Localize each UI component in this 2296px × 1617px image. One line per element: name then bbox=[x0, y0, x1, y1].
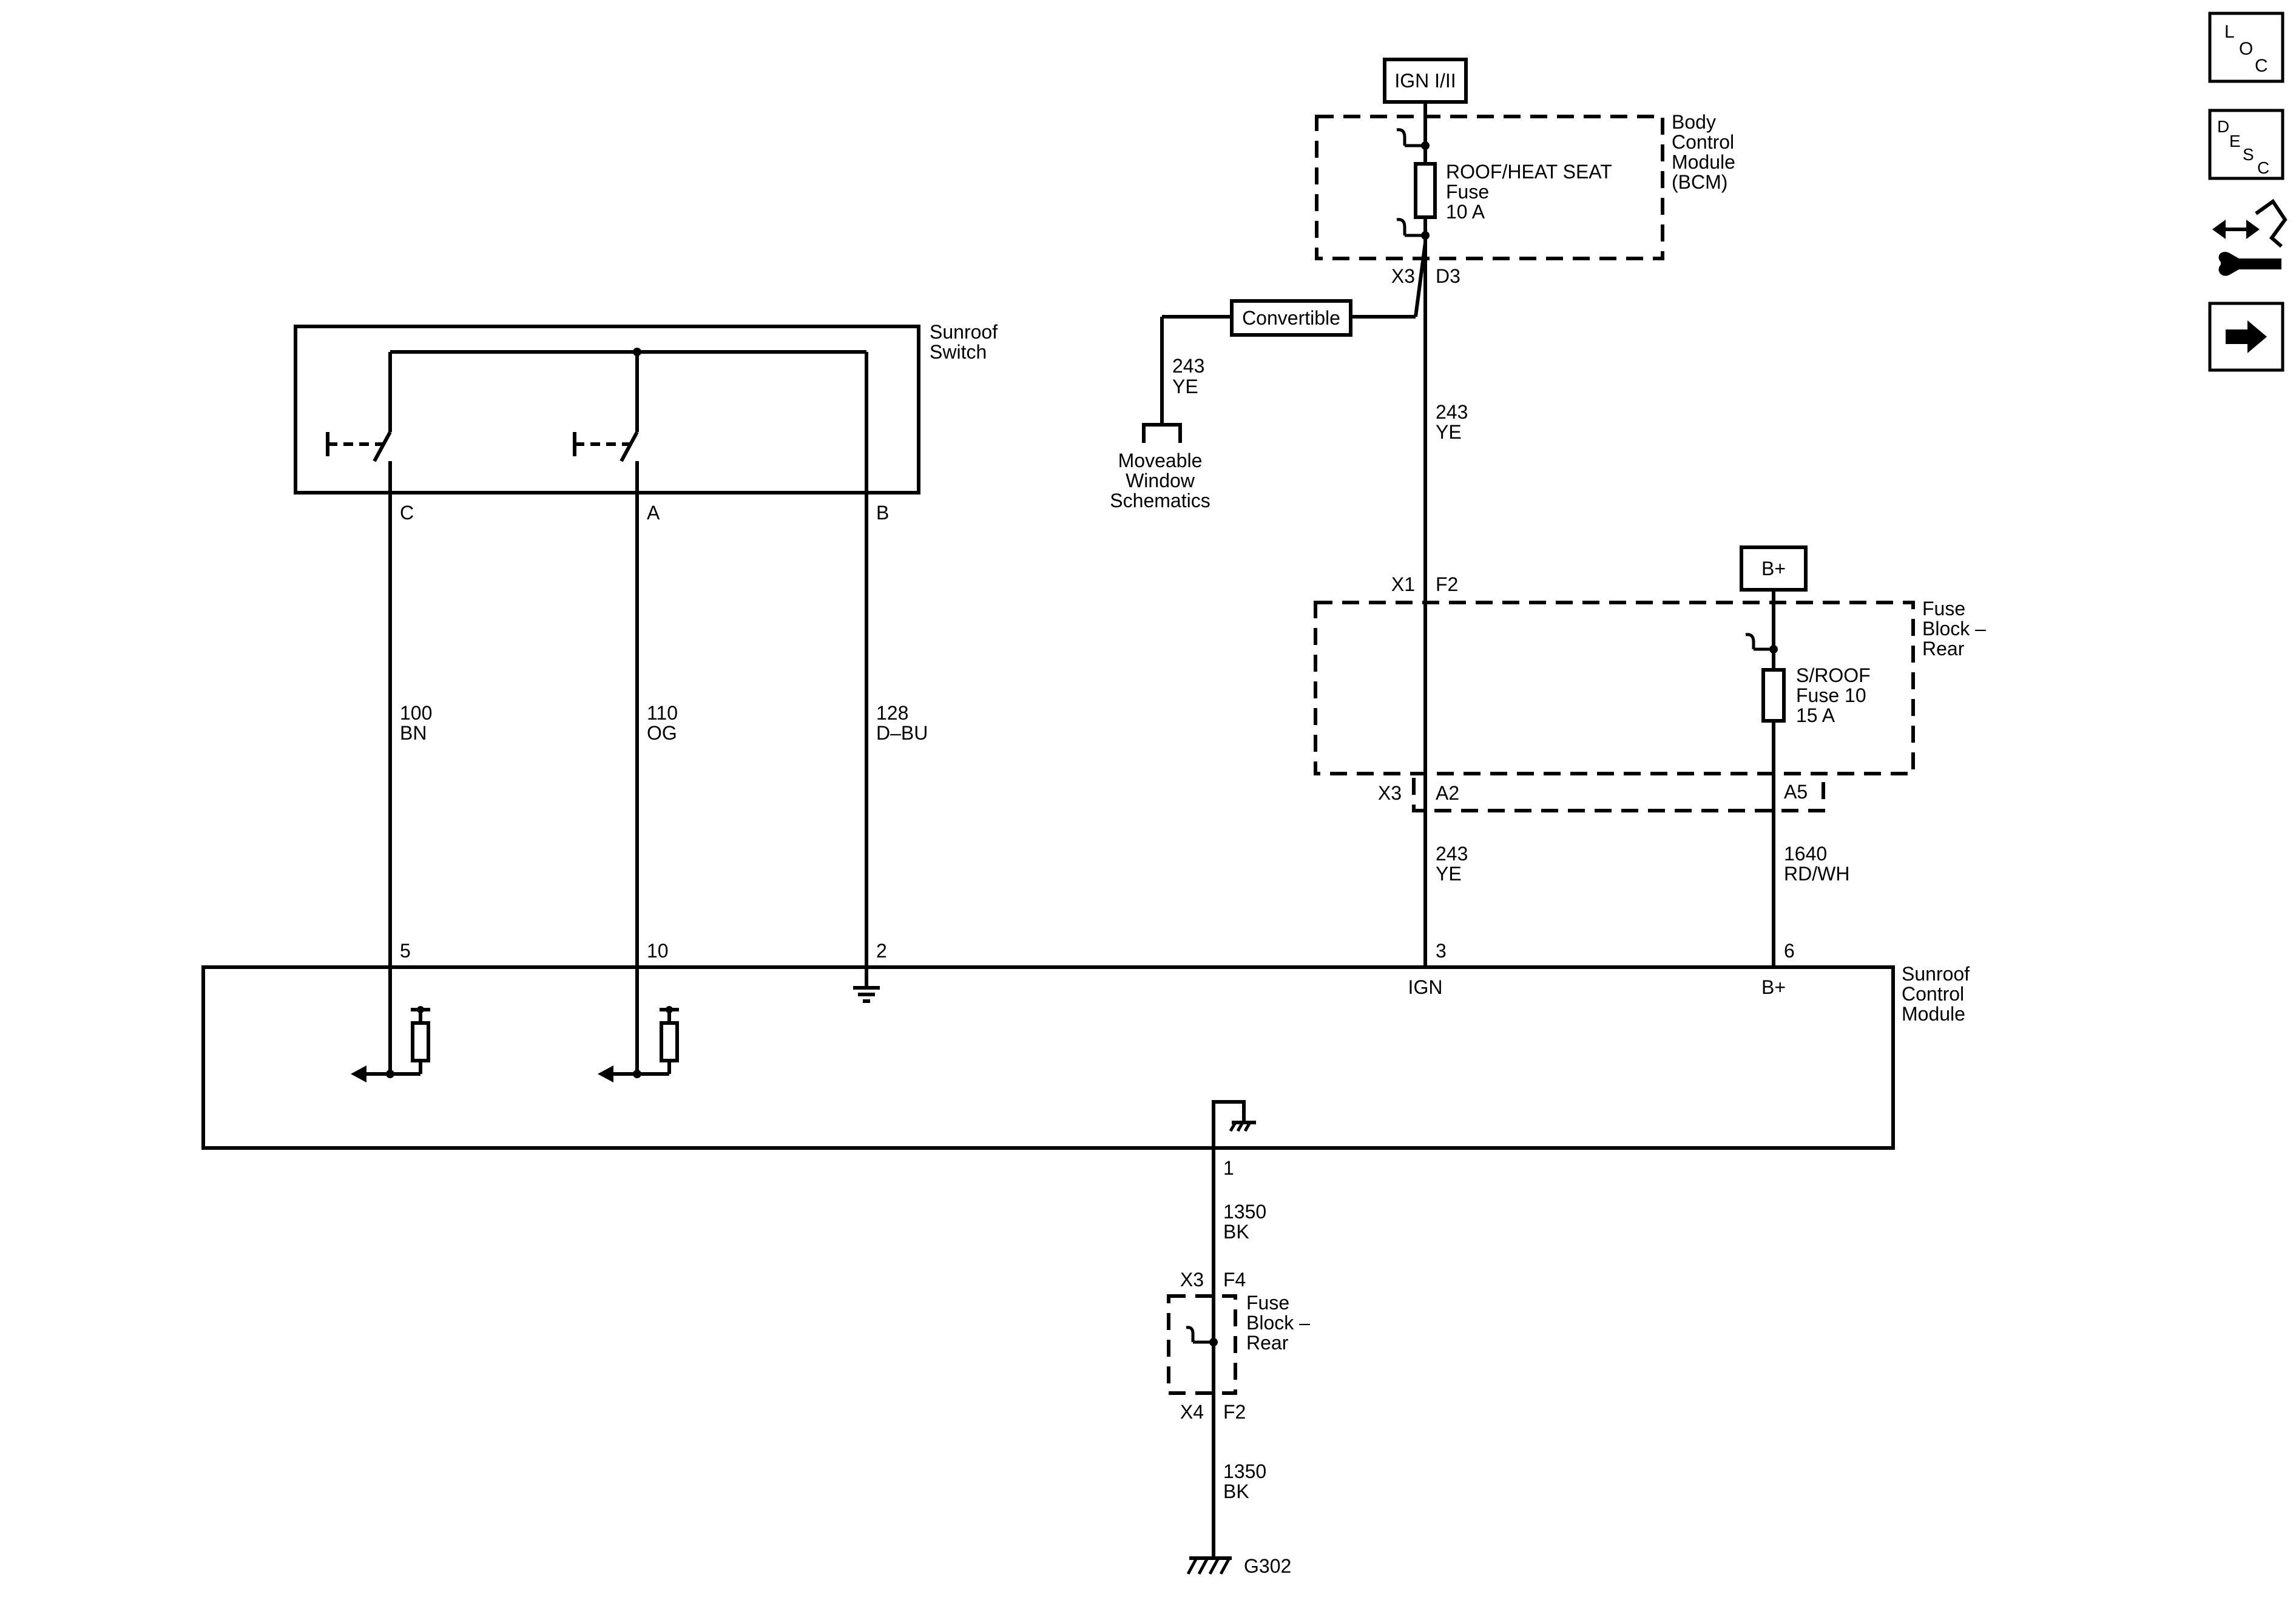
moveable-window-1: Moveable bbox=[1118, 450, 1203, 471]
loc-button[interactable]: L O C bbox=[2208, 12, 2284, 83]
sroof-fuse-rating: 15 A bbox=[1796, 704, 1835, 726]
moveable-window-3: Schematics bbox=[1110, 490, 1210, 511]
splice-bottom-connector: X4 bbox=[1180, 1401, 1204, 1423]
wire-1640-color: RD/WH bbox=[1784, 863, 1849, 885]
module-pin-2: 2 bbox=[876, 940, 887, 962]
bcm-module: Body Control Module (BCM) bbox=[1315, 111, 1735, 260]
wire-100-circuit: 100 bbox=[400, 702, 432, 724]
desc-letter-d: D bbox=[2217, 117, 2229, 136]
sroof-fuse: S/ROOF Fuse 10 15 A bbox=[1745, 633, 1871, 726]
fbr-in-connector: X1 bbox=[1391, 573, 1415, 595]
splice-bottom-pin: F2 bbox=[1223, 1401, 1246, 1423]
wire-100-color: BN bbox=[400, 722, 427, 744]
module-label-3: Module bbox=[1902, 1003, 1965, 1025]
module-label-1: Sunroof bbox=[1902, 963, 1970, 985]
splice-label-1: Fuse bbox=[1246, 1292, 1289, 1314]
internal-ground-icon bbox=[853, 986, 880, 1003]
ign-source: IGN I/II bbox=[1383, 58, 1468, 104]
sroof-fuse-number: Fuse 10 bbox=[1796, 684, 1866, 706]
bcm-fuse-word: Fuse bbox=[1446, 181, 1489, 203]
fbr-pin-a5: A5 bbox=[1784, 781, 1808, 803]
wire-110-color: OG bbox=[647, 722, 677, 744]
desc-button[interactable]: D E S C bbox=[2208, 109, 2284, 180]
convertible-wire-color: YE bbox=[1172, 376, 1198, 397]
bcm-label-1: Body bbox=[1672, 111, 1716, 133]
sunroof-control-module: Sunroof Control Module 5 10 2 3 6 IGN B+ bbox=[201, 940, 1970, 1150]
bcm-label-4: (BCM) bbox=[1672, 171, 1727, 193]
switch-label-1: Sunroof bbox=[930, 321, 998, 343]
bcm-connector: X3 bbox=[1391, 265, 1415, 287]
ground-g302-label: G302 bbox=[1244, 1555, 1291, 1577]
wire-243-upper-color: YE bbox=[1436, 421, 1462, 443]
right-arrow-icon bbox=[2226, 320, 2267, 353]
bcm-fuse-name: ROOF/HEAT SEAT bbox=[1446, 161, 1612, 183]
wire-1640-circuit: 1640 bbox=[1784, 843, 1827, 865]
sunroof-switch: Sunroof Switch C A B bbox=[294, 321, 998, 524]
fbr-out-connector: X3 bbox=[1378, 782, 1402, 804]
tools-connector-icon[interactable] bbox=[2212, 198, 2288, 276]
desc-letter-e: E bbox=[2229, 132, 2241, 150]
next-arrow-button[interactable] bbox=[2208, 302, 2284, 372]
module-pin-1: 1 bbox=[1223, 1157, 1234, 1179]
ground-wire-lower-color: BK bbox=[1223, 1480, 1249, 1502]
module-ign-label: IGN bbox=[1408, 976, 1443, 998]
moveable-window-2: Window bbox=[1126, 470, 1195, 491]
wire-243-lower-circuit: 243 bbox=[1436, 843, 1468, 865]
switch-pin-c: C bbox=[400, 502, 414, 524]
switch-pin-b: B bbox=[876, 502, 889, 524]
desc-letter-c: C bbox=[2257, 158, 2269, 177]
wire-243-lower-color: YE bbox=[1436, 863, 1462, 885]
splice-label-2: Block – bbox=[1246, 1312, 1310, 1334]
roof-heat-seat-fuse: ROOF/HEAT SEAT Fuse 10 A bbox=[1396, 128, 1612, 240]
wire-128-circuit: 128 bbox=[876, 702, 908, 724]
loc-letter-c: C bbox=[2255, 56, 2268, 76]
bplus-source: B+ bbox=[1740, 545, 1808, 592]
bcm-pin: D3 bbox=[1436, 265, 1460, 287]
loc-letter-o: O bbox=[2239, 39, 2253, 59]
bplus-label: B+ bbox=[1761, 558, 1786, 579]
ground-wire-lower-circuit: 1350 bbox=[1223, 1460, 1266, 1482]
chassis-ground-icon bbox=[1212, 1100, 1256, 1148]
wire-128-color: D–BU bbox=[876, 722, 928, 744]
module-pin-5: 5 bbox=[400, 940, 411, 962]
sroof-fuse-name: S/ROOF bbox=[1796, 664, 1871, 686]
fuse-block-rear: Fuse Block – Rear bbox=[1314, 598, 1986, 775]
splice-label-3: Rear bbox=[1246, 1332, 1289, 1354]
ground-wire-upper-color: BK bbox=[1223, 1221, 1249, 1243]
fbr-label-1: Fuse bbox=[1922, 598, 1965, 619]
module-pin-6: 6 bbox=[1784, 940, 1795, 962]
bcm-fuse-rating: 10 A bbox=[1446, 201, 1485, 223]
desc-letter-s: S bbox=[2243, 145, 2254, 164]
module-pin-3: 3 bbox=[1436, 940, 1447, 962]
convertible-branch: Convertible 243 YE Moveable Window Schem… bbox=[1110, 242, 1427, 511]
wire-110-circuit: 110 bbox=[647, 702, 678, 724]
bcm-label-3: Module bbox=[1672, 151, 1735, 173]
module-bplus-label: B+ bbox=[1761, 976, 1786, 998]
switch-pin-a: A bbox=[647, 502, 660, 524]
wire-243-upper-circuit: 243 bbox=[1436, 401, 1468, 423]
fbr-in-pin: F2 bbox=[1436, 573, 1458, 595]
pullup-resistor-a-icon bbox=[598, 1006, 679, 1082]
loc-letter-l: L bbox=[2224, 22, 2235, 42]
bcm-label-2: Control bbox=[1672, 131, 1734, 153]
switch-label-2: Switch bbox=[930, 341, 987, 363]
module-pin-10: 10 bbox=[647, 940, 669, 962]
ground-wire-upper-circuit: 1350 bbox=[1223, 1201, 1266, 1223]
splice-top-pin: F4 bbox=[1223, 1269, 1246, 1291]
fbr-label-2: Block – bbox=[1922, 618, 1986, 640]
convertible-wire-circuit: 243 bbox=[1172, 355, 1204, 377]
splice-top-connector: X3 bbox=[1180, 1269, 1204, 1291]
ground-splice-fuse-block: Fuse Block – Rear bbox=[1167, 1292, 1310, 1395]
module-label-2: Control bbox=[1902, 983, 1964, 1005]
fbr-label-3: Rear bbox=[1922, 638, 1965, 660]
pullup-resistor-c-icon bbox=[351, 1006, 430, 1082]
convertible-label: Convertible bbox=[1242, 307, 1340, 329]
ign-label: IGN I/II bbox=[1394, 70, 1456, 92]
ground-g302-icon bbox=[1186, 1556, 1232, 1575]
fbr-pin-a2: A2 bbox=[1436, 782, 1459, 804]
